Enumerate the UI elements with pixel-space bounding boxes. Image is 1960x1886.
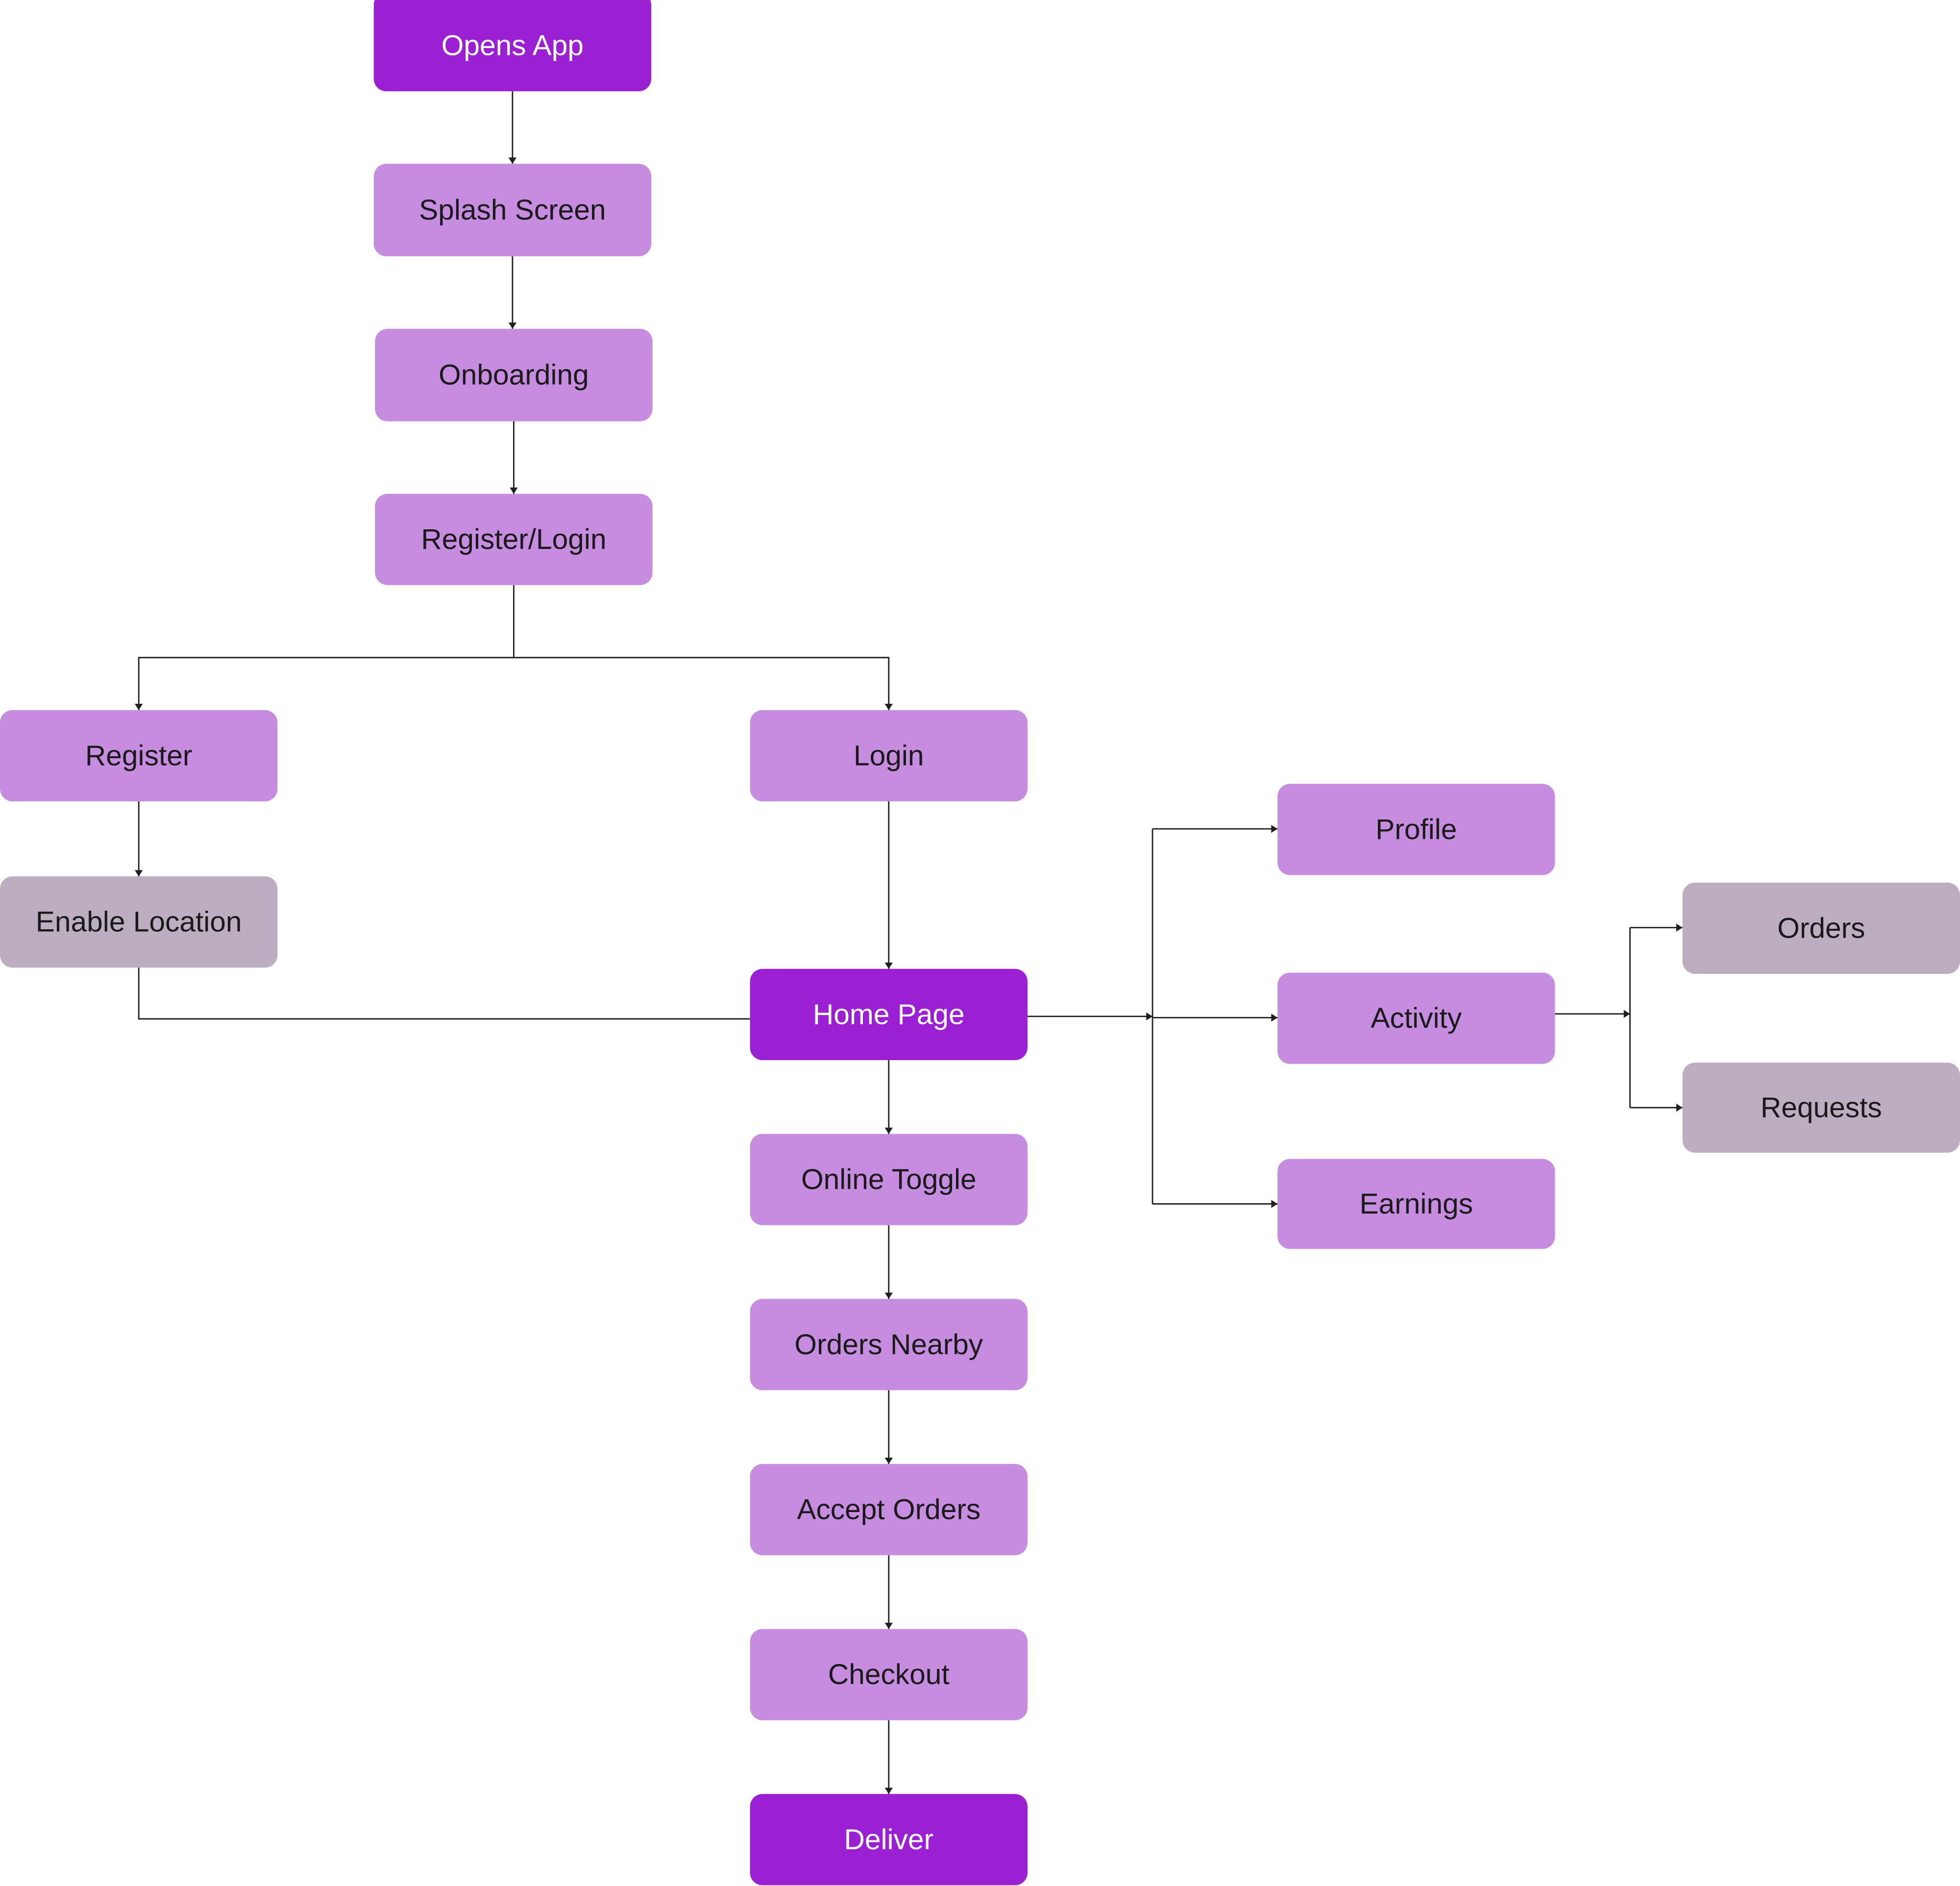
node-home-page: Home Page [750, 968, 1028, 1061]
arrowhead-icon [1271, 1014, 1278, 1022]
node-checkout: Checkout [750, 1629, 1028, 1720]
node-register-login: Register/Login [375, 494, 653, 585]
arrowhead-icon [1676, 923, 1683, 932]
node-box [375, 494, 653, 585]
node-orders-nearby: Orders Nearby [750, 1299, 1028, 1390]
node-box [373, 164, 652, 256]
node-box [0, 710, 278, 802]
node-box [750, 1629, 1028, 1720]
node-profile: Profile [1277, 784, 1555, 875]
node-label: Profile [1375, 814, 1457, 845]
node-box [750, 968, 1028, 1061]
node-earnings: Earnings [1277, 1159, 1555, 1249]
arrowhead-icon [508, 323, 517, 329]
arrowhead-icon [135, 870, 143, 877]
node-requests: Requests [1682, 1063, 1960, 1153]
node-register: Register [0, 710, 278, 802]
node-deliver: Deliver [750, 1794, 1028, 1886]
node-enable-location: Enable Location [0, 876, 278, 968]
arrowhead-icon [884, 1787, 893, 1794]
node-opens-app: Opens App [373, 0, 652, 92]
node-box [373, 0, 652, 92]
arrowhead-icon [884, 1458, 893, 1464]
arrowhead-icon [1271, 824, 1278, 833]
node-label: Splash Screen [419, 194, 606, 226]
node-accept-orders: Accept Orders [750, 1464, 1028, 1556]
connectors [135, 91, 1683, 1794]
arrowhead-icon [884, 963, 893, 969]
node-box [1682, 882, 1960, 974]
edge-register-login-register [138, 657, 514, 710]
node-label: Requests [1761, 1092, 1882, 1123]
node-splash-screen: Splash Screen [373, 164, 652, 256]
node-label: Onboarding [439, 359, 589, 391]
node-label: Orders Nearby [794, 1329, 983, 1361]
node-activity: Activity [1277, 972, 1555, 1064]
node-label: Opens App [441, 30, 584, 62]
node-orders: Orders [1682, 882, 1960, 974]
node-onboarding: Onboarding [375, 328, 653, 422]
arrowhead-icon [508, 157, 517, 164]
node-login: Login [750, 710, 1028, 802]
edge-enable-location-home [138, 968, 750, 1020]
arrowhead-icon [1271, 1200, 1278, 1208]
arrowhead-icon [1623, 1010, 1630, 1018]
node-box [375, 328, 653, 422]
node-label: Orders [1777, 912, 1865, 944]
node-box [1682, 1063, 1960, 1153]
node-label: Checkout [828, 1659, 950, 1690]
node-box [1277, 784, 1555, 875]
arrowhead-icon [884, 1622, 893, 1629]
node-box [750, 1794, 1028, 1886]
node-box [750, 710, 1028, 802]
node-box [750, 1464, 1028, 1556]
node-label: Deliver [844, 1824, 934, 1856]
node-label: Home Page [813, 998, 965, 1030]
arrowhead-icon [510, 487, 518, 494]
arrowhead-icon [884, 1127, 893, 1134]
node-label: Accept Orders [797, 1493, 980, 1525]
edge-register-login-login [514, 657, 890, 710]
node-label: Enable Location [36, 906, 242, 938]
arrowhead-icon [1676, 1103, 1683, 1112]
node-box [0, 876, 278, 968]
node-box [1277, 972, 1555, 1064]
arrowhead-icon [884, 704, 893, 710]
arrowhead-icon [884, 1292, 893, 1299]
arrowhead-icon [135, 704, 143, 710]
node-box [750, 1299, 1028, 1390]
arrowhead-icon [1146, 1012, 1153, 1020]
node-label: Activity [1371, 1002, 1462, 1034]
node-label: Online Toggle [801, 1164, 977, 1195]
node-box [1277, 1159, 1555, 1249]
node-label: Login [854, 740, 924, 771]
node-online-toggle: Online Toggle [750, 1134, 1028, 1225]
node-label: Register/Login [421, 523, 606, 555]
node-label: Earnings [1360, 1188, 1473, 1220]
node-box [750, 1134, 1028, 1225]
node-label: Register [85, 740, 192, 771]
